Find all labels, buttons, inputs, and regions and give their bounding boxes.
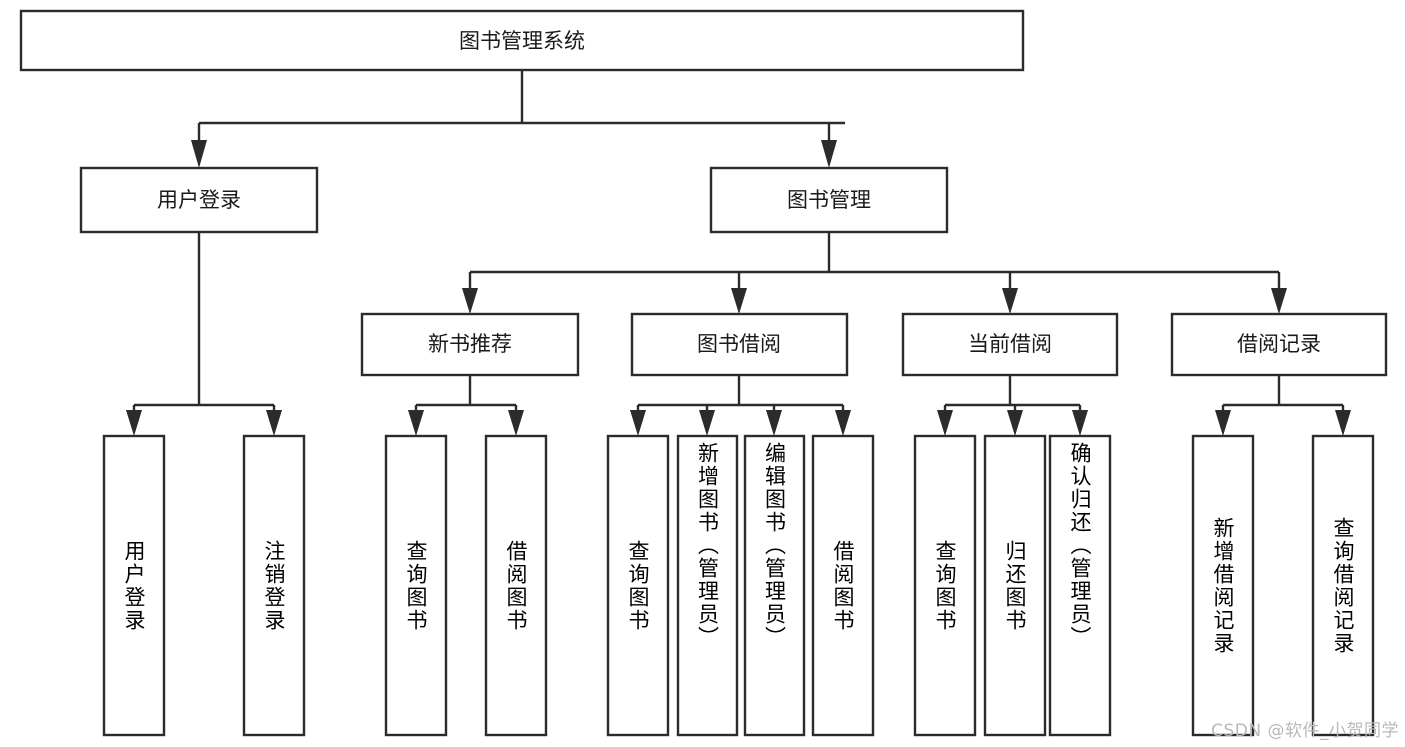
arrow-head-leaf-confirm-return: [1072, 410, 1088, 436]
arrow-head-leaf-add-book: [699, 410, 715, 436]
node-leaf-borrow-book-1-label-wrap: 借阅图书: [504, 539, 528, 632]
node-leaf-borrow-book-2-box[interactable]: [811, 434, 875, 737]
node-leaf-query-book-3[interactable]: 查询图书: [913, 434, 977, 737]
arrow-head-user-login: [191, 140, 207, 168]
node-new-book-recommend-label: 新书推荐: [428, 332, 512, 356]
node-leaf-query-book-2-label-wrap: 查询图书: [626, 539, 650, 632]
arrow-head-borrow-record: [1271, 288, 1287, 314]
node-user-login-box[interactable]: [79, 166, 319, 234]
node-leaf-add-record-label-wrap: 新增借阅记录: [1211, 516, 1235, 655]
node-leaf-logout-label: 注销登录: [262, 539, 286, 632]
node-leaf-query-book-1-label-wrap: 查询图书: [404, 539, 428, 632]
arrow-head-leaf-return-book: [1007, 410, 1023, 436]
node-new-book-recommend[interactable]: 新书推荐: [360, 312, 580, 377]
node-leaf-add-record-box[interactable]: [1191, 434, 1255, 737]
node-leaf-query-book-1[interactable]: 查询图书: [384, 434, 448, 737]
arrow-head-book-borrow: [731, 288, 747, 314]
node-leaf-borrow-book-1-box[interactable]: [484, 434, 548, 737]
node-root-box[interactable]: [19, 9, 1025, 72]
node-leaf-borrow-book-2[interactable]: 借阅图书: [811, 434, 875, 737]
node-leaf-return-book-box[interactable]: [983, 434, 1047, 737]
arrow-head-book-management: [821, 140, 837, 168]
node-leaf-query-record[interactable]: 查询借阅记录: [1311, 434, 1375, 737]
node-leaf-edit-book-box[interactable]: [743, 434, 806, 737]
node-leaf-user-login-label-wrap: 用户登录: [122, 539, 146, 632]
node-leaf-query-record-box[interactable]: [1311, 434, 1375, 737]
node-user-login-label: 用户登录: [157, 188, 241, 212]
node-book-management-box[interactable]: [709, 166, 949, 234]
node-leaf-return-book-label: 归还图书: [1003, 539, 1027, 632]
node-leaf-confirm-return[interactable]: 确认归还（管理员）: [1048, 434, 1112, 737]
arrow-head-leaf-query-book-2: [630, 410, 646, 436]
node-root[interactable]: 图书管理系统: [19, 9, 1025, 72]
node-leaf-query-record-label-wrap: 查询借阅记录: [1331, 516, 1355, 655]
node-current-borrow[interactable]: 当前借阅: [901, 312, 1119, 377]
node-leaf-edit-book-label: 编辑图书（管理员）: [762, 442, 787, 649]
node-leaf-add-record-label: 新增借阅记录: [1211, 516, 1235, 655]
node-leaf-borrow-book-1-label: 借阅图书: [504, 539, 528, 632]
node-book-borrow-box[interactable]: [630, 312, 849, 377]
node-book-borrow[interactable]: 图书借阅: [630, 312, 849, 377]
arrow-head-leaf-user-login: [126, 410, 142, 436]
node-leaf-borrow-book-2-label-wrap: 借阅图书: [831, 539, 855, 632]
node-leaf-query-book-2[interactable]: 查询图书: [606, 434, 670, 737]
node-borrow-record[interactable]: 借阅记录: [1170, 312, 1388, 377]
node-leaf-add-book-label-wrap: 新增图书（管理员）: [695, 442, 720, 649]
arrow-head-leaf-borrow-book-2: [835, 410, 851, 436]
node-borrow-record-label: 借阅记录: [1237, 332, 1321, 356]
node-leaf-query-book-2-label: 查询图书: [626, 539, 650, 632]
node-leaf-query-record-label: 查询借阅记录: [1331, 516, 1355, 655]
arrow-head-leaf-query-record: [1335, 410, 1351, 436]
node-leaf-add-book[interactable]: 新增图书（管理员）: [676, 434, 739, 737]
node-leaf-query-book-3-label: 查询图书: [933, 539, 957, 632]
node-borrow-record-box[interactable]: [1170, 312, 1388, 377]
node-leaf-query-book-3-label-wrap: 查询图书: [933, 539, 957, 632]
node-book-management-label: 图书管理: [787, 188, 871, 212]
node-leaf-return-book-label-wrap: 归还图书: [1003, 539, 1027, 632]
arrow-head-leaf-query-book-1: [408, 410, 424, 436]
node-leaf-logout-label-wrap: 注销登录: [262, 539, 286, 632]
arrow-head-leaf-borrow-book-1: [508, 410, 524, 436]
connector-layer: [126, 70, 1351, 436]
node-leaf-query-book-2-box[interactable]: [606, 434, 670, 737]
node-leaf-confirm-return-label: 确认归还（管理员）: [1068, 442, 1092, 649]
node-leaf-add-book-box[interactable]: [676, 434, 739, 737]
node-current-borrow-box[interactable]: [901, 312, 1119, 377]
node-book-borrow-label: 图书借阅: [697, 332, 781, 356]
node-new-book-recommend-box[interactable]: [360, 312, 580, 377]
node-leaf-logout[interactable]: 注销登录: [242, 434, 306, 737]
node-current-borrow-label: 当前借阅: [968, 332, 1052, 356]
arrow-head-new-book-recommend: [462, 288, 478, 314]
node-leaf-user-login-label: 用户登录: [122, 539, 146, 632]
node-layer: 图书管理系统 用户登录 图书管理 新书推荐 图书借阅 当前借阅 借阅记录: [19, 9, 1388, 737]
node-leaf-query-book-1-label: 查询图书: [404, 539, 428, 632]
arrow-head-leaf-query-book-3: [937, 410, 953, 436]
node-leaf-query-book-1-box[interactable]: [384, 434, 448, 737]
arrow-head-leaf-logout: [266, 410, 282, 436]
node-leaf-user-login-box[interactable]: [102, 434, 166, 737]
node-leaf-return-book[interactable]: 归还图书: [983, 434, 1047, 737]
node-user-login[interactable]: 用户登录: [79, 166, 319, 234]
node-leaf-edit-book-label-wrap: 编辑图书（管理员）: [762, 442, 787, 649]
node-leaf-add-book-label: 新增图书（管理员）: [695, 442, 720, 649]
node-book-management[interactable]: 图书管理: [709, 166, 949, 234]
node-leaf-query-book-3-box[interactable]: [913, 434, 977, 737]
node-leaf-logout-box[interactable]: [242, 434, 306, 737]
node-leaf-user-login[interactable]: 用户登录: [102, 434, 166, 737]
node-leaf-borrow-book-1[interactable]: 借阅图书: [484, 434, 548, 737]
arrow-head-leaf-edit-book: [766, 410, 782, 436]
arrow-head-current-borrow: [1002, 288, 1018, 314]
node-root-label: 图书管理系统: [459, 29, 585, 53]
node-leaf-confirm-return-label-wrap: 确认归还（管理员）: [1068, 442, 1092, 649]
node-leaf-borrow-book-2-label: 借阅图书: [831, 539, 855, 632]
node-leaf-add-record[interactable]: 新增借阅记录: [1191, 434, 1255, 737]
node-leaf-edit-book[interactable]: 编辑图书（管理员）: [743, 434, 806, 737]
node-leaf-confirm-return-box[interactable]: [1048, 434, 1112, 737]
arrow-head-leaf-add-record: [1215, 410, 1231, 436]
